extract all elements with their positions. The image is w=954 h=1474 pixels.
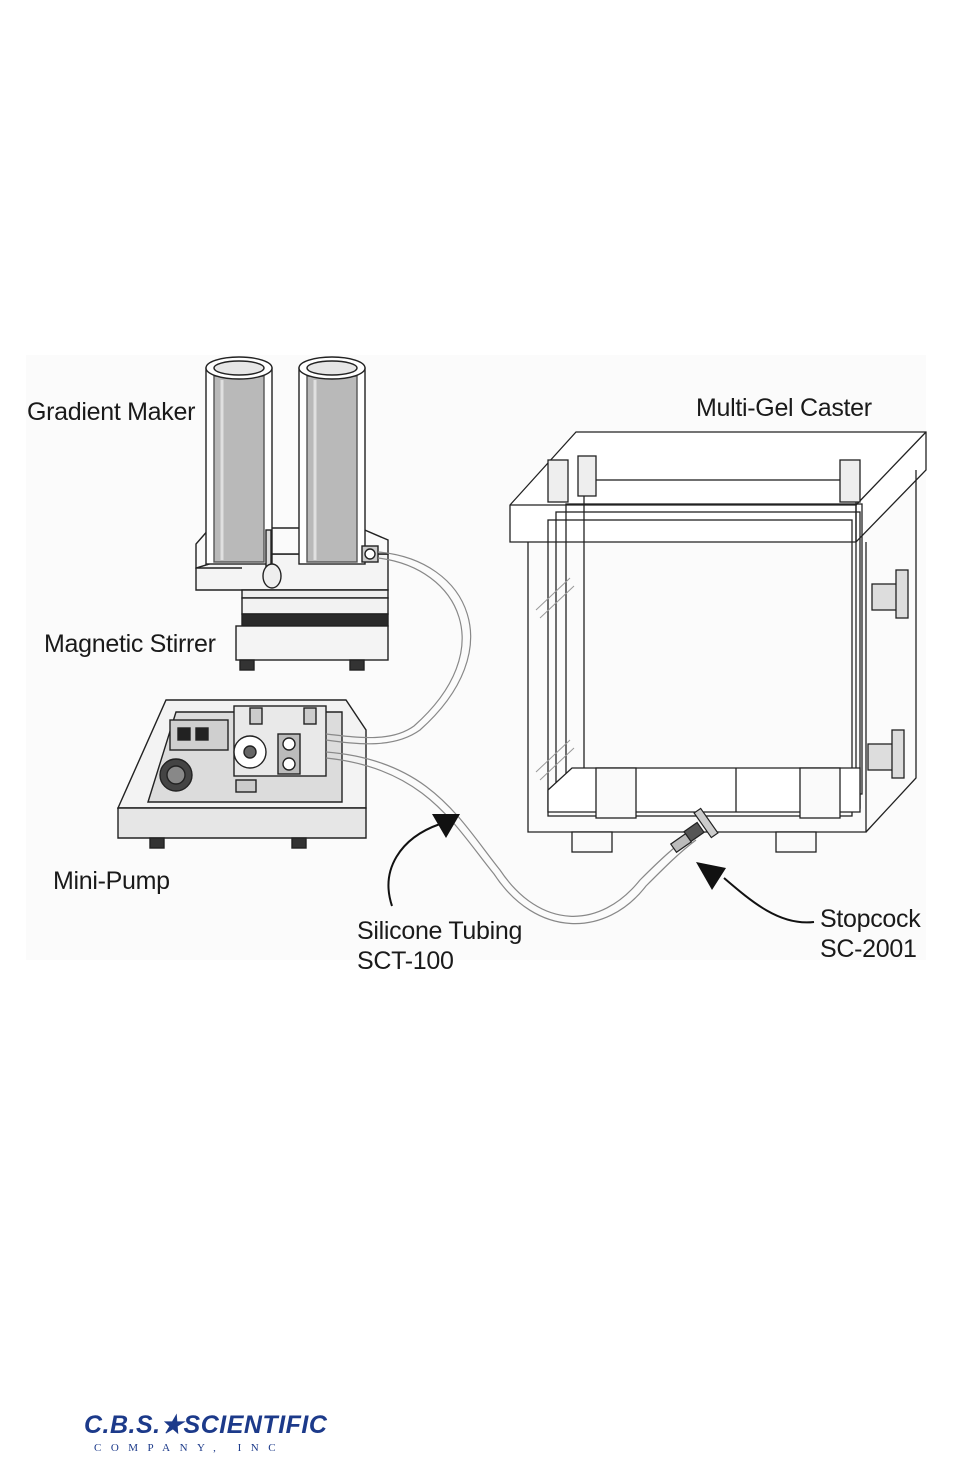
gradient-maker-label: Gradient Maker xyxy=(27,397,195,427)
silicone-tubing-part-number: SCT-100 xyxy=(357,946,522,976)
logo-wordmark: C.B.S.★SCIENTIFIC xyxy=(84,1410,324,1440)
mini-pump-label: Mini-Pump xyxy=(53,866,170,896)
logo-subtitle: COMPANY, INC xyxy=(94,1440,324,1456)
silicone-tubing-label: Silicone Tubing SCT-100 xyxy=(357,916,522,976)
stopcock-part-number: SC-2001 xyxy=(820,934,920,964)
gradient-maker-left-chamber xyxy=(206,357,272,564)
magnetic-stirrer xyxy=(236,590,388,670)
stopcock-label: Stopcock SC-2001 xyxy=(820,904,920,964)
cbs-scientific-logo: C.B.S.★SCIENTIFIC COMPANY, INC xyxy=(84,1410,324,1468)
magnetic-stirrer-label: Magnetic Stirrer xyxy=(44,629,216,659)
multi-gel-caster-label: Multi-Gel Caster xyxy=(696,393,872,423)
gradient-maker-right-chamber xyxy=(299,357,365,564)
stopcock-name: Stopcock xyxy=(820,904,920,934)
silicone-tubing-name: Silicone Tubing xyxy=(357,916,522,946)
